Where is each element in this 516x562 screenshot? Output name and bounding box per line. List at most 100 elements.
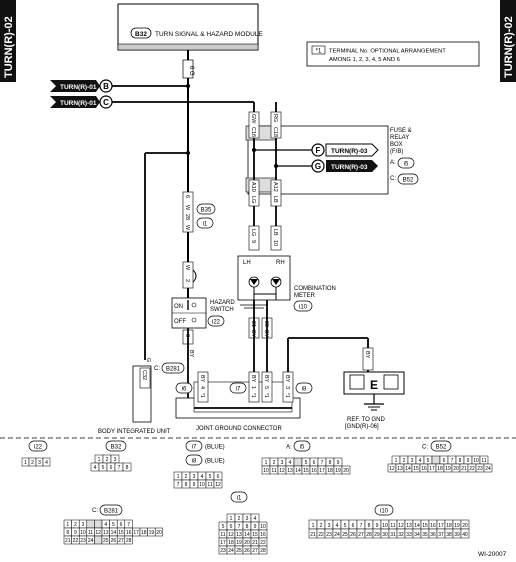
pin-number: 6 [352,523,355,529]
pin-number: 3 [82,522,85,528]
pin-number: 20 [156,530,162,536]
pin-number: 17 [319,468,325,474]
pin-number: 7 [360,523,363,529]
pin-number: 4 [104,522,107,528]
pin-number: 27 [358,532,364,538]
pin-number: 7 [177,482,180,488]
pin-number: 25 [103,538,109,544]
pin-number: 6 [217,474,220,480]
pin-number: 2 [106,457,109,463]
pin-number: 2 [31,460,34,466]
pin-number: 40 [462,532,468,538]
pin-number: 3 [114,457,117,463]
jgc-mark-1: *1 [199,393,205,398]
wire-gw: GW [250,114,256,124]
pin-number: 16 [421,466,427,472]
i1-pin: 28 [184,214,190,220]
pin-number: 18 [141,530,147,536]
pin-number: 14 [295,468,301,474]
biu-name: BODY INTEGRATED UNIT [98,429,171,435]
i1-code: i1 [203,222,208,228]
pin-number: 10 [260,524,266,530]
pin-number: 11 [88,530,93,536]
legend-i5-prefix: A: [286,445,292,451]
pin-number: 10 [473,458,479,464]
pin-number: 2 [238,516,241,522]
wire-w-upper: W [184,205,190,211]
pin-number: 21 [461,466,467,472]
pin-number: 20 [244,540,250,546]
pin-number: 17 [429,466,435,472]
pin-number: 22 [73,538,79,544]
hazard-name2: SWITCH [210,307,234,313]
ref-g-marker [311,159,325,173]
hazard-wire-w: W [184,265,190,271]
left-page-tag: TURN(R)-02 [3,16,15,78]
pin-number: 38 [446,532,452,538]
pin-number: 22 [260,540,266,546]
pin-number: 27 [252,548,258,554]
pin-number: 3 [193,474,196,480]
legend-i22-code: i22 [34,445,43,451]
legend-b281-prefix: C: [92,508,98,514]
wire-lb-upper: LB [272,196,278,203]
meter-code: i10 [299,305,308,311]
pin-number: 23 [220,548,226,554]
turn-r03-g-label: TURN(R)-03 [331,164,368,171]
module-code: B32 [135,31,147,38]
ground-letter: E [370,378,378,392]
pin-number: 14 [405,466,411,472]
jgc-wire-by-3: BY [263,375,269,383]
pin-number: 19 [149,530,155,536]
meter-rh: RH [276,260,285,266]
pin-number: 1 [98,457,101,463]
hazard-pin-3: 3 [184,334,190,337]
hazard-name1: HAZARD [210,300,235,306]
fuse-box-title3: BOX [390,142,403,148]
pin-cell [258,545,268,555]
meter-pin-9: 9 [250,240,256,243]
jgc-pin-3: 3 [284,386,290,389]
pin-number: 24 [228,548,234,554]
ref-c-letter: C [103,98,109,107]
pin-number: 7 [238,524,241,530]
pin-number: 7 [118,465,121,471]
jgc-wire-by-4: BY [284,375,290,383]
pin-cell [431,455,441,465]
pin-number: 24 [88,538,94,544]
pin-number: 4 [336,523,339,529]
pin-number: 1 [265,460,268,466]
pin-number: 9 [193,482,196,488]
legend-b32-code: B32 [111,445,122,451]
pin-number: 30 [382,532,388,538]
pin-number: 5 [305,460,308,466]
jgc-pin-4: 4 [199,386,205,389]
pin-number: 34 [414,532,420,538]
pin-number: 20 [462,523,468,529]
turn-r01-c-label: TURN(R)-01 [60,100,97,107]
module-box [117,3,259,51]
pin-number: 28 [126,538,132,544]
jgc-i7: i7 [236,387,241,393]
ref-b-letter: B [103,82,109,91]
pin-number: 13 [287,468,293,474]
pin-number: 8 [246,524,249,530]
pin-number: 27 [118,538,124,544]
meter-name2: METER [294,293,316,299]
wire-w-lower: W [184,225,190,231]
pin-number: 5 [209,474,212,480]
right-page-tag: TURN(R)-02 [503,16,515,78]
hazard-pin-2: 2 [184,279,190,282]
pin-number: 15 [413,466,419,472]
pin-number: 19 [236,540,242,546]
pin-number: 16 [126,530,132,536]
pin-number: 17 [133,530,139,536]
pin-number: 7 [321,460,324,466]
meter-name1: COMBINATION [294,286,336,292]
pin-number: 16 [311,468,317,474]
pin-number: 9 [337,460,340,466]
pin-number: 9 [467,458,470,464]
jgc-pin-5: 5 [263,386,269,389]
pin-number: 2 [403,458,406,464]
pin-number: 8 [459,458,462,464]
